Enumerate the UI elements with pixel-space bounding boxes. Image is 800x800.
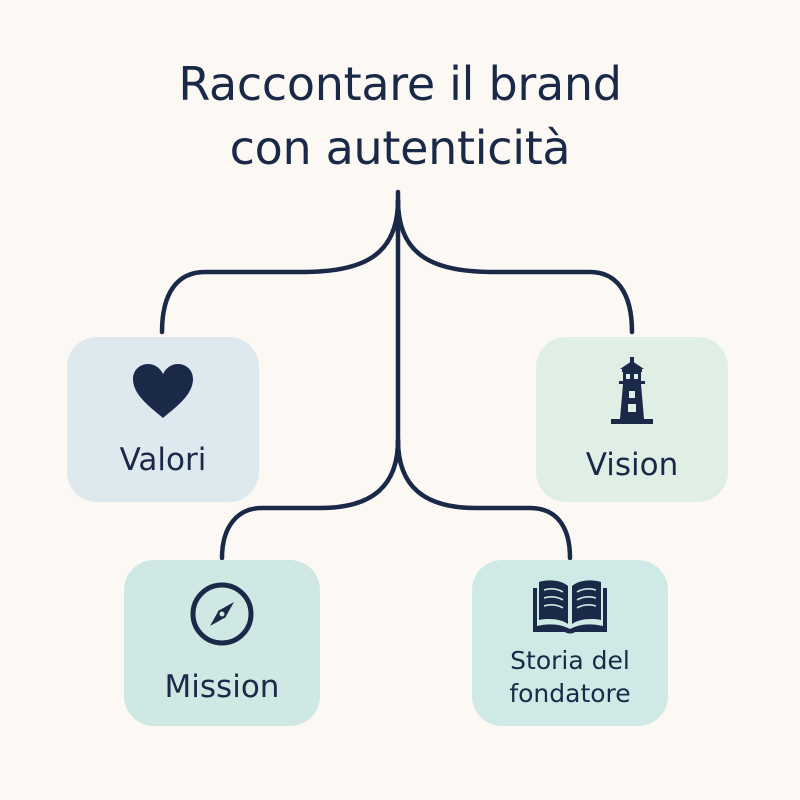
branch-to-valori bbox=[159, 197, 401, 335]
node-storia-label-line-1: Storia del bbox=[510, 646, 630, 675]
branch-to-vision bbox=[395, 197, 635, 335]
node-vision-label: Vision bbox=[585, 446, 679, 483]
node-vision: Vision bbox=[536, 337, 728, 502]
branch-to-storia bbox=[395, 437, 573, 561]
branch-to-mission bbox=[219, 437, 401, 561]
compass-icon bbox=[190, 582, 254, 646]
node-storia-label: Storia del fondatore bbox=[509, 644, 630, 710]
title-line-2: con autenticità bbox=[229, 121, 571, 175]
node-storia-del-fondatore: Storia del fondatore bbox=[472, 560, 668, 726]
heart-icon bbox=[133, 363, 193, 418]
diagram-title: Raccontare il brand con autenticità bbox=[0, 52, 800, 180]
lighthouse-icon bbox=[611, 356, 653, 424]
node-mission: Mission bbox=[124, 560, 320, 726]
title-line-1: Raccontare il brand bbox=[178, 57, 622, 111]
node-valori: Valori bbox=[67, 337, 259, 502]
node-mission-label: Mission bbox=[164, 669, 280, 705]
node-valori-label: Valori bbox=[119, 441, 207, 478]
node-storia-label-line-2: fondatore bbox=[509, 679, 631, 708]
open-book-icon bbox=[533, 580, 607, 634]
